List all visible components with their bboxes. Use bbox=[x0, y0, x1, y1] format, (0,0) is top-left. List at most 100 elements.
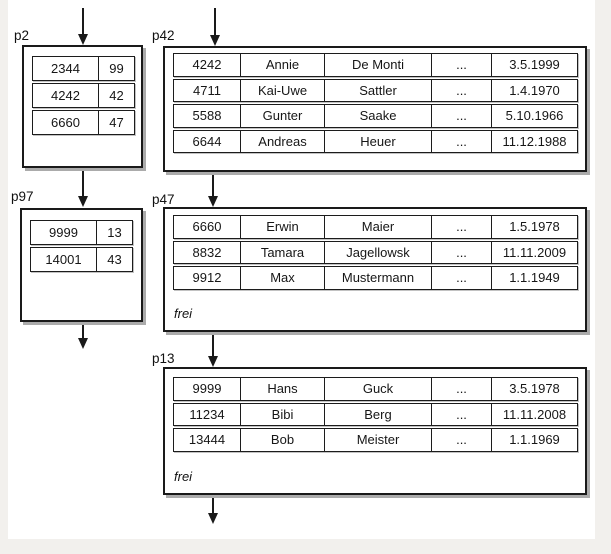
pointer-cell: 47 bbox=[98, 111, 134, 134]
table-row: 11234 Bibi Berg ... 11.11.2008 bbox=[173, 402, 578, 426]
date-cell: 3.5.1978 bbox=[491, 378, 577, 400]
date-cell: 1.4.1970 bbox=[491, 79, 577, 101]
table-row: 8832 Tamara Jagellowsk ... 11.11.2009 bbox=[173, 240, 578, 264]
page-label-p13: p13 bbox=[152, 351, 175, 366]
lastname-cell: Berg bbox=[324, 403, 431, 425]
page-label-p42: p42 bbox=[152, 28, 175, 43]
arrow-shaft bbox=[81, 322, 84, 339]
table-row: 4242 42 bbox=[32, 83, 135, 108]
firstname-cell: Bob bbox=[240, 429, 324, 451]
table-row: 9912 Max Mustermann ... 1.1.1949 bbox=[173, 266, 578, 290]
ellipsis-cell: ... bbox=[431, 378, 491, 400]
table-row: 2344 99 bbox=[32, 56, 135, 81]
key-cell: 2344 bbox=[51, 61, 80, 76]
date-cell: 1.1.1969 bbox=[491, 429, 577, 451]
date-cell: 1.1.1949 bbox=[491, 267, 577, 289]
lastname-cell: Saake bbox=[324, 105, 431, 127]
table-row: 6644 Andreas Heuer ... 11.12.1988 bbox=[173, 129, 578, 153]
down-arrow-p2-to-p97 bbox=[77, 168, 88, 207]
id-cell: 9999 bbox=[192, 381, 222, 397]
table-row: 6660 Erwin Maier ... 1.5.1978 bbox=[173, 215, 578, 239]
id-cell: 13444 bbox=[188, 432, 226, 448]
arrowhead-icon bbox=[207, 196, 218, 207]
ellipsis-cell: ... bbox=[431, 216, 491, 238]
arrow-shaft bbox=[81, 8, 84, 35]
down-arrow-p42-to-p47 bbox=[207, 172, 218, 207]
date-cell: 3.5.1999 bbox=[491, 54, 577, 76]
arrowhead-icon bbox=[77, 196, 88, 207]
ellipsis-cell: ... bbox=[431, 403, 491, 425]
ellipsis-cell: ... bbox=[431, 267, 491, 289]
arrow-shaft bbox=[211, 332, 214, 357]
ellipsis-cell: ... bbox=[431, 54, 491, 76]
pointer-cell: 99 bbox=[98, 57, 134, 80]
ellipsis-cell: ... bbox=[431, 241, 491, 263]
pointer-cell: 43 bbox=[96, 248, 132, 271]
table-row: 9999 Hans Guck ... 3.5.1978 bbox=[173, 377, 578, 401]
arrowhead-icon bbox=[77, 34, 88, 45]
arrow-shaft bbox=[81, 168, 84, 197]
page-label-p47: p47 bbox=[152, 192, 175, 207]
lastname-cell: Maier bbox=[324, 216, 431, 238]
down-arrow-p47-to-p13 bbox=[207, 332, 218, 367]
table-row: 6660 47 bbox=[32, 110, 135, 135]
lastname-cell: Meister bbox=[324, 429, 431, 451]
pointer-cell: 42 bbox=[98, 84, 134, 107]
date-cell: 5.10.1966 bbox=[491, 105, 577, 127]
key-cell: 6660 bbox=[51, 115, 80, 130]
firstname-cell: Bibi bbox=[240, 403, 324, 425]
arrowhead-icon bbox=[207, 356, 218, 367]
pointer-cell: 13 bbox=[96, 221, 132, 244]
lastname-cell: Sattler bbox=[324, 79, 431, 101]
date-cell: 1.5.1978 bbox=[491, 216, 577, 238]
lastname-cell: Jagellowsk bbox=[324, 241, 431, 263]
key-cell: 4242 bbox=[51, 88, 80, 103]
page-box-p2: 2344 99 4242 42 6660 47 bbox=[22, 45, 143, 168]
ellipsis-cell: ... bbox=[431, 79, 491, 101]
index-table-p2: 2344 99 4242 42 6660 47 bbox=[32, 56, 141, 135]
page-box-p97: 9999 13 14001 43 bbox=[20, 208, 143, 322]
table-row: 4242 Annie De Monti ... 3.5.1999 bbox=[173, 53, 578, 77]
date-cell: 11.11.2008 bbox=[491, 403, 577, 425]
table-row: 4711 Kai-Uwe Sattler ... 1.4.1970 bbox=[173, 78, 578, 102]
firstname-cell: Tamara bbox=[240, 241, 324, 263]
lastname-cell: De Monti bbox=[324, 54, 431, 76]
id-cell: 11234 bbox=[189, 406, 225, 422]
key-cell: 9999 bbox=[49, 225, 78, 240]
firstname-cell: Gunter bbox=[240, 105, 324, 127]
firstname-cell: Max bbox=[240, 267, 324, 289]
date-cell: 11.12.1988 bbox=[491, 130, 577, 152]
lastname-cell: Heuer bbox=[324, 130, 431, 152]
id-cell: 9912 bbox=[192, 270, 222, 286]
table-row: 14001 43 bbox=[30, 247, 133, 272]
id-cell: 4242 bbox=[192, 57, 222, 73]
page-label-p97: p97 bbox=[11, 189, 34, 204]
record-table-p13: 9999 Hans Guck ... 3.5.1978 11234 Bibi B… bbox=[173, 377, 585, 452]
arrow-shaft bbox=[211, 495, 214, 514]
page-box-p13: 9999 Hans Guck ... 3.5.1978 11234 Bibi B… bbox=[163, 367, 587, 495]
table-row: 9999 13 bbox=[30, 220, 133, 245]
id-cell: 6660 bbox=[192, 219, 222, 235]
ellipsis-cell: ... bbox=[431, 130, 491, 152]
free-space-label: frei bbox=[174, 469, 193, 484]
table-row: 5588 Gunter Saake ... 5.10.1966 bbox=[173, 104, 578, 128]
down-arrow-into-p42 bbox=[209, 8, 220, 46]
id-cell: 8832 bbox=[192, 244, 222, 260]
id-cell: 5588 bbox=[192, 108, 222, 124]
record-table-p42: 4242 Annie De Monti ... 3.5.1999 4711 Ka… bbox=[173, 53, 585, 153]
down-arrow-out-of-p97 bbox=[77, 322, 88, 349]
date-cell: 11.11.2009 bbox=[491, 241, 577, 263]
arrowhead-icon bbox=[207, 513, 218, 524]
down-arrow-out-of-p13 bbox=[207, 495, 218, 524]
table-row: 13444 Bob Meister ... 1.1.1969 bbox=[173, 428, 578, 452]
ellipsis-cell: ... bbox=[431, 429, 491, 451]
record-table-p47: 6660 Erwin Maier ... 1.5.1978 8832 Tamar… bbox=[173, 215, 585, 290]
id-cell: 6644 bbox=[192, 133, 222, 149]
firstname-cell: Andreas bbox=[240, 130, 324, 152]
lastname-cell: Guck bbox=[324, 378, 431, 400]
lastname-cell: Mustermann bbox=[324, 267, 431, 289]
arrow-shaft bbox=[213, 8, 216, 36]
free-space-label: frei bbox=[174, 306, 193, 321]
down-arrow-into-p2 bbox=[77, 8, 88, 45]
